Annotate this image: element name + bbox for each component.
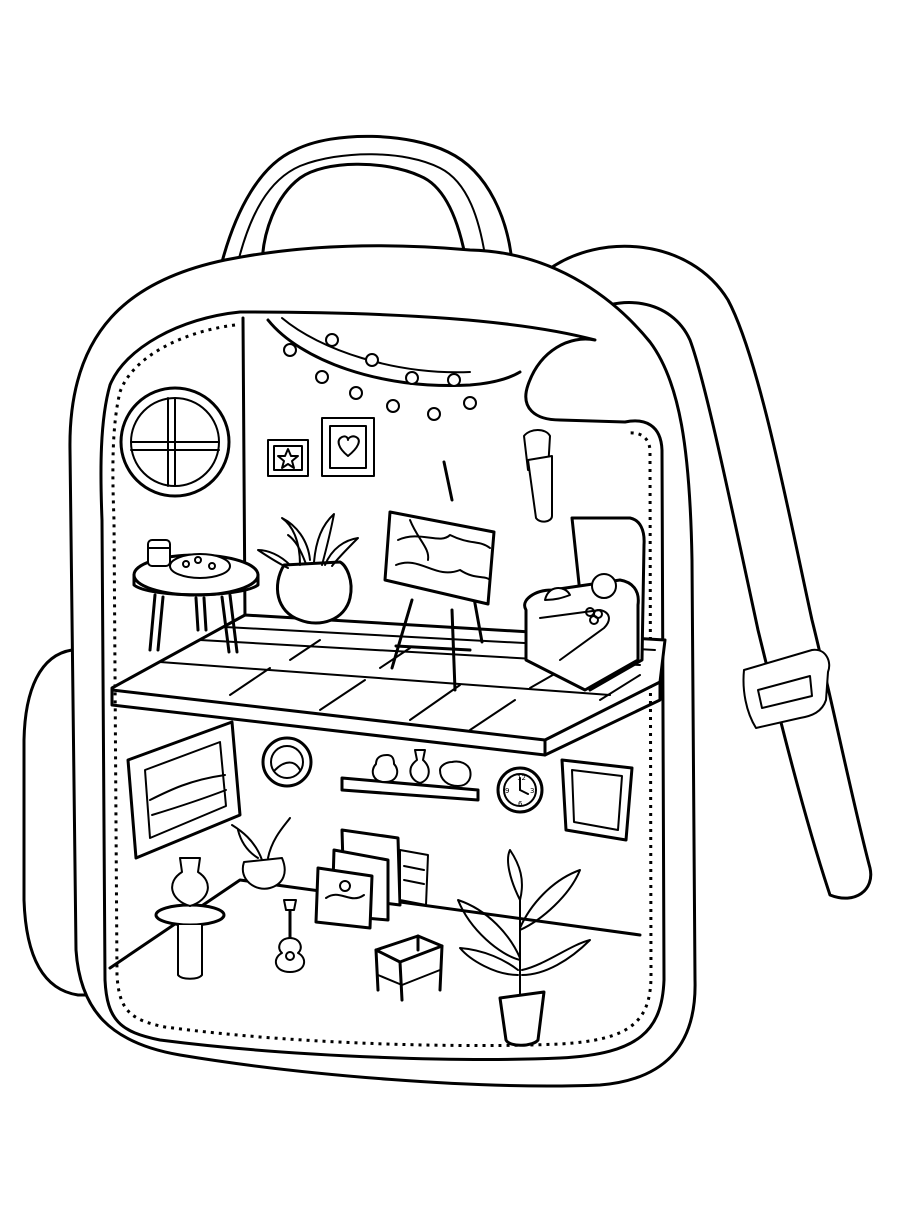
- zipper-pull: [523, 429, 553, 523]
- string-lights: [266, 317, 522, 421]
- pot-plant: [257, 513, 359, 625]
- canvas-stack: [314, 828, 429, 930]
- wall-shelf: [340, 749, 480, 802]
- shoulder-strap: [546, 244, 873, 900]
- heart-frame: [321, 417, 375, 477]
- tall-plant: [457, 849, 591, 1047]
- clock-3: 3: [530, 787, 534, 795]
- ukulele: [274, 899, 306, 973]
- armchair: [523, 516, 646, 692]
- pedestal-vase: [154, 857, 226, 980]
- clock-12: 12: [517, 774, 526, 782]
- easel: [383, 460, 496, 692]
- side-table: [132, 539, 260, 654]
- clock-9: 9: [505, 787, 509, 795]
- clock-6: 6: [518, 800, 523, 808]
- wall-clock: 12 3 6 9: [496, 766, 544, 814]
- landscape-painting: [126, 720, 242, 860]
- empty-frame: [560, 758, 634, 842]
- round-portrait: [261, 736, 313, 788]
- stool: [374, 934, 444, 1002]
- lower-floor: [108, 878, 642, 970]
- zipper-edge: [111, 323, 653, 1048]
- small-plant: [231, 817, 291, 890]
- round-window: [119, 386, 231, 498]
- star-frame: [267, 439, 309, 477]
